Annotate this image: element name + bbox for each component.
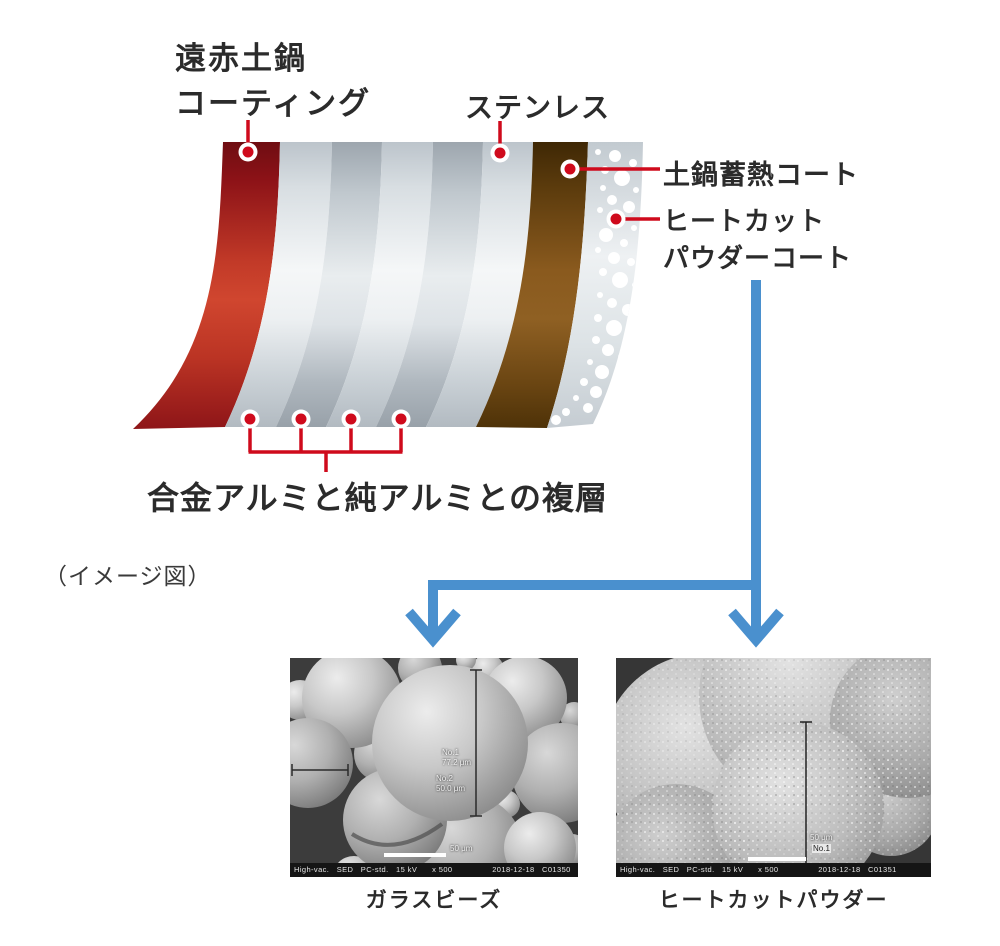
caption-heat-cut-powder: ヒートカットパウダー	[658, 889, 889, 912]
layer-aluminum-4	[376, 142, 483, 427]
sem-status-bar: High-vac. SED PC-std. 15 kV x 500 2018-1…	[290, 863, 578, 877]
label-heat-storage-coat: 土鍋蓄熱コート	[663, 160, 859, 190]
caption-glass-beads: ガラスビーズ	[365, 889, 503, 912]
scale-label: 50 μm	[810, 833, 833, 842]
layer-stainless	[426, 142, 533, 427]
scale-bar	[384, 853, 446, 857]
scale-bar	[748, 857, 806, 861]
callout-pin-markers	[238, 142, 626, 429]
flow-arrows	[405, 280, 784, 648]
label-stainless: ステンレス	[465, 92, 611, 123]
measurement-annotation: No.2	[436, 774, 453, 783]
pin-marker-aluminum-1	[240, 409, 260, 429]
glass-beads	[290, 658, 578, 877]
measurement-annotation: No.1	[442, 748, 459, 757]
measurement-lines	[291, 669, 482, 817]
label-aluminum-multilayer: 合金アルミと純アルミとの複層	[147, 480, 609, 516]
pin-marker-aluminum-4	[391, 409, 411, 429]
sem-status-bar: High-vac. SED PC-std. 15 kV x 500 2018-1…	[616, 863, 931, 877]
arrowhead-left-icon	[405, 608, 461, 648]
measurement-annotation: 50.0 μm	[436, 784, 466, 793]
pin-marker-heat-cut	[606, 209, 626, 229]
measurement-annotation: 77.2 μm	[442, 758, 472, 767]
label-far-infrared-coating: 遠赤土鍋 コーティング	[175, 41, 372, 121]
pot-wall-layers	[133, 142, 643, 429]
pin-marker-aluminum-3	[341, 409, 361, 429]
layer-aluminum-2	[276, 142, 382, 427]
glass-beads-illustration	[290, 658, 578, 877]
powder-illustration	[616, 658, 931, 877]
measurement-annotation: No.1	[812, 844, 831, 853]
layer-aluminum-3	[326, 142, 433, 427]
pin-marker-coating	[238, 142, 258, 162]
powder-particles	[616, 658, 931, 877]
pin-marker-stainless	[490, 143, 510, 163]
scale-label: 50 μm	[450, 844, 473, 853]
arrowhead-right-icon	[728, 608, 784, 648]
layer-aluminum-1	[225, 142, 332, 427]
pin-marker-heat-storage	[560, 159, 580, 179]
pin-marker-aluminum-2	[291, 409, 311, 429]
layer-red-coating	[133, 142, 280, 429]
layer-brown-heat-storage	[476, 142, 588, 428]
sem-photo-heat-cut-powder: No.1 50 μm High-vac. SED PC-std. 15 kV x…	[616, 658, 931, 877]
image-note: （イメージ図）	[44, 563, 212, 589]
sem-photo-glass-beads: No.1 77.2 μm No.2 50.0 μm 50 μm High-vac…	[290, 658, 578, 877]
label-heat-cut-powder-coat: ヒートカット パウダーコート	[663, 206, 853, 273]
